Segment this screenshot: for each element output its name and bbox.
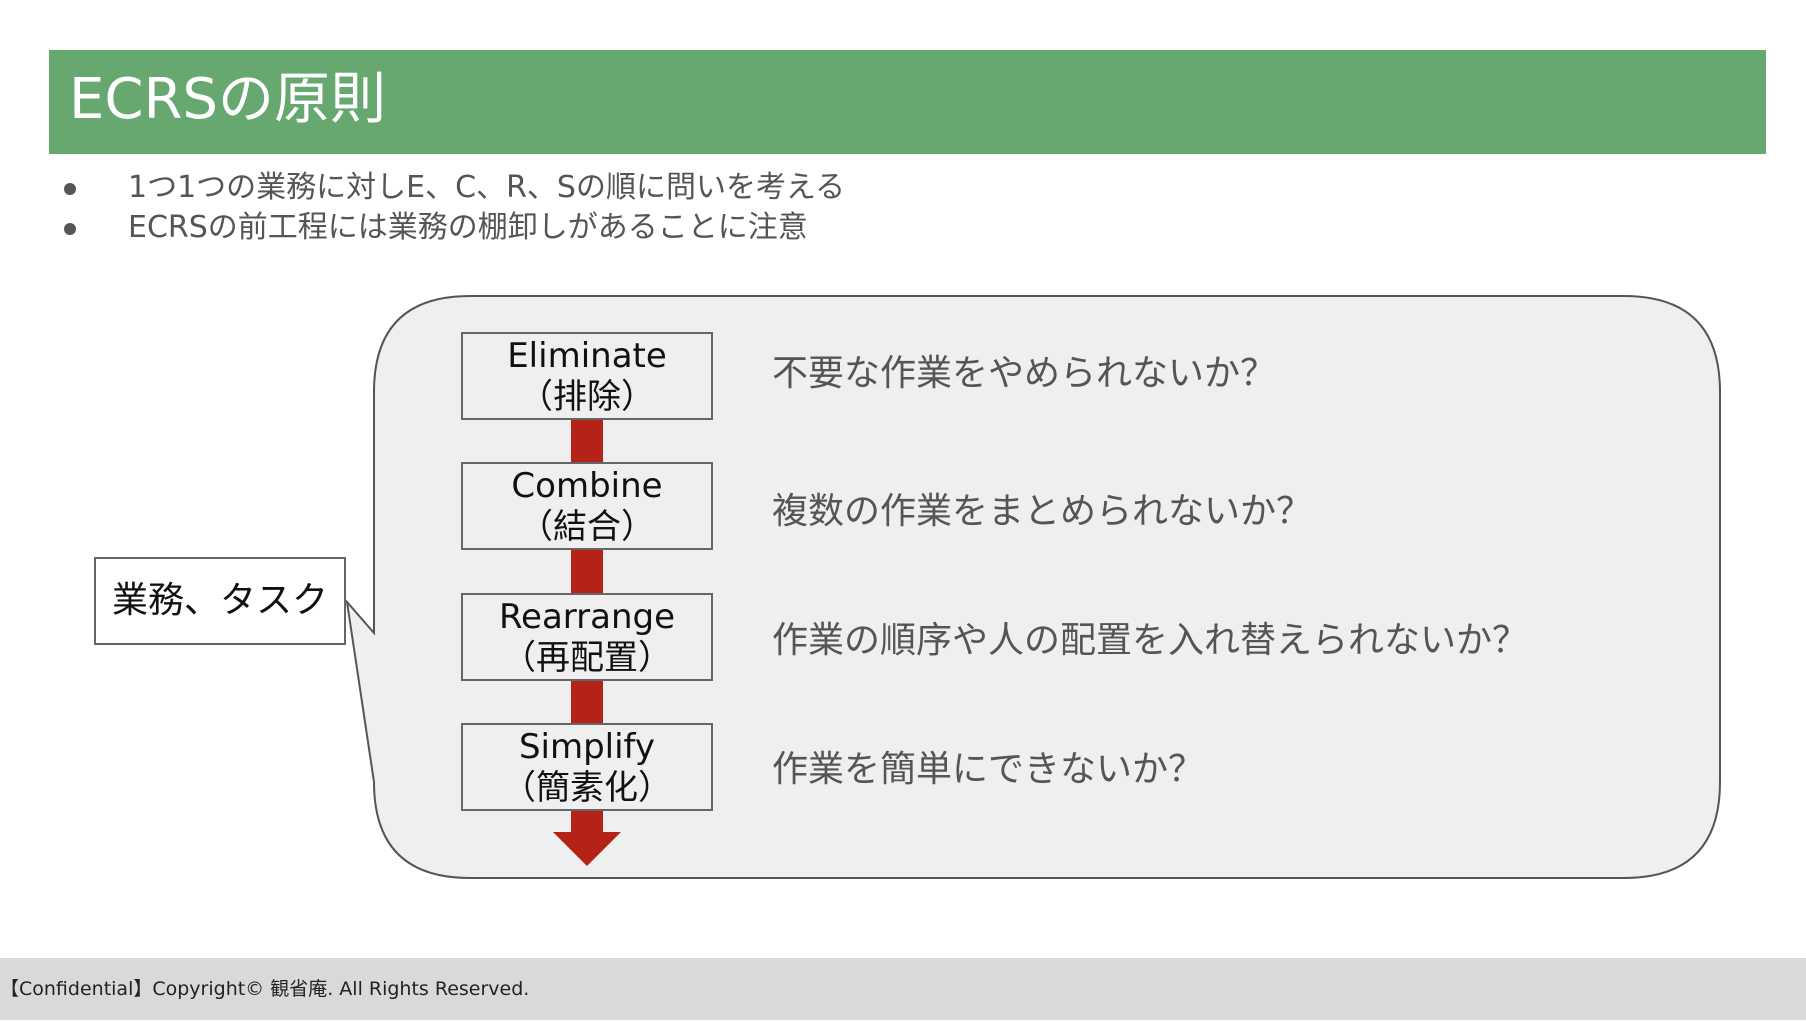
bullet-dot-icon [64,183,76,195]
flow-arrow-head-icon [553,832,621,866]
step-simplify: Simplify （簡素化） [461,723,713,811]
question-combine: 複数の作業をまとめられないか？ [772,491,1313,532]
step-eliminate: Eliminate （排除） [461,332,713,420]
title-bar: ECRSの原則 [49,50,1766,154]
step-combine: Combine （結合） [461,462,713,550]
bullet-dot-icon [64,223,76,235]
step-name: Combine [511,466,663,506]
copyright-text: 【Confidential】Copyright© 観省庵. All Rights… [0,978,530,1000]
bullet-text: 1つ1つの業務に対しE、C、R、Sの順に問いを考える [128,170,846,205]
step-rearrange: Rearrange （再配置） [461,593,713,681]
question-simplify: 作業を簡単にできないか？ [772,749,1205,790]
question-eliminate: 不要な作業をやめられないか？ [772,353,1277,394]
step-name: Eliminate [507,336,667,376]
step-name: Rearrange [498,597,676,637]
step-name: Simplify [518,727,656,767]
footer: 【Confidential】Copyright© 観省庵. All Rights… [0,958,1806,1020]
bullet-text: ECRSの前工程には業務の棚卸しがあることに注意 [128,210,808,245]
step-jp-label: （簡素化） [502,768,672,808]
page-title: ECRSの原則 [69,67,386,132]
step-jp-label: （結合） [519,507,655,547]
step-jp-label: （排除） [519,377,655,417]
task-box: 業務、タスク [94,557,346,645]
step-jp-label: （再配置） [502,638,672,678]
question-rearrange: 作業の順序や人の配置を入れ替えられないか？ [772,620,1529,661]
